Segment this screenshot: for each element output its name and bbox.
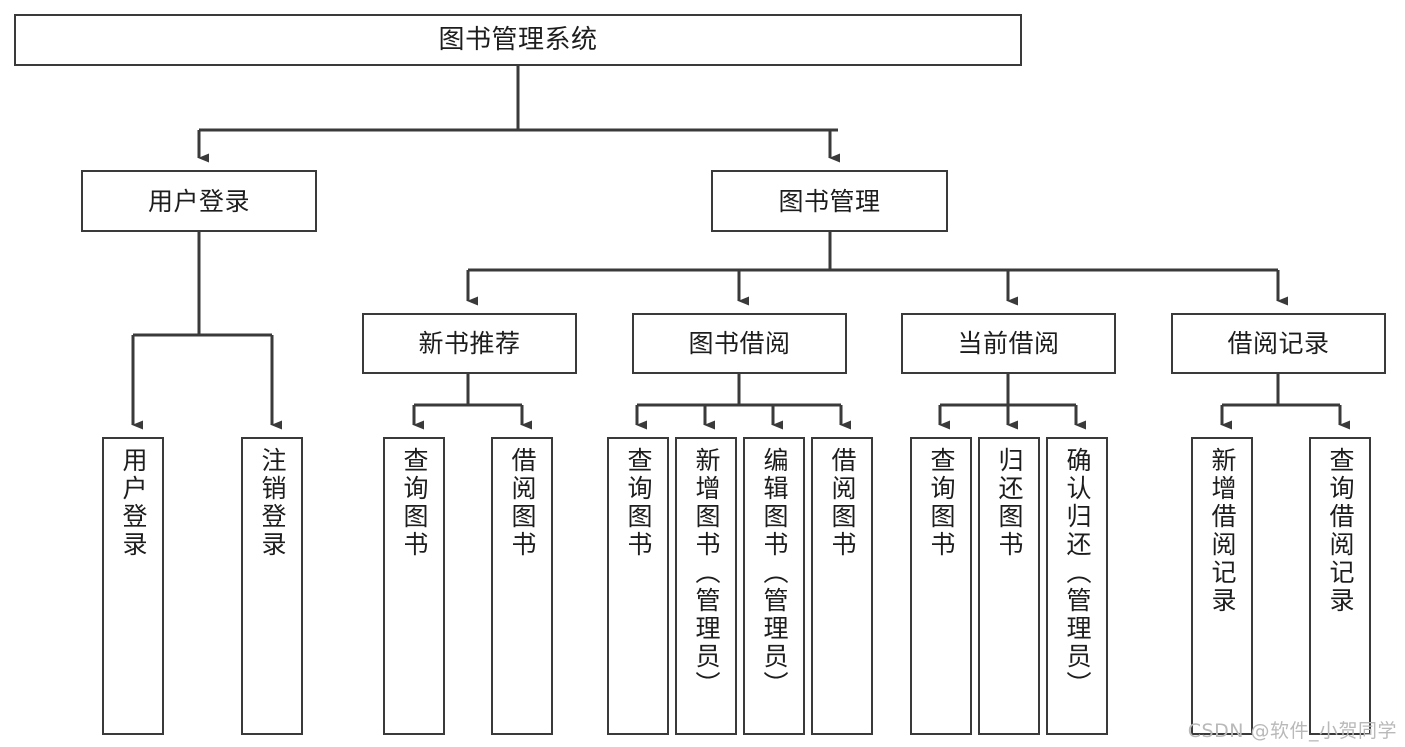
node-root-book-management-system[interactable]: 图书管理系统 bbox=[14, 14, 1022, 66]
leaf-node-borrow-books-borrowing[interactable]: 借阅图书 bbox=[811, 437, 873, 735]
node-label: 查询借阅记录 bbox=[1326, 447, 1355, 615]
node-label: 注销登录 bbox=[258, 447, 287, 559]
node-label: 借阅图书 bbox=[828, 447, 857, 559]
leaf-node-edit-book-admin[interactable]: 编辑图书（管理员） bbox=[743, 437, 805, 735]
node-label: 归还图书 bbox=[995, 447, 1024, 559]
leaf-node-query-books-recommend[interactable]: 查询图书 bbox=[383, 437, 445, 735]
node-label: 图书管理系统 bbox=[438, 24, 598, 55]
node-book-management[interactable]: 图书管理 bbox=[711, 170, 948, 232]
node-new-book-recommendation[interactable]: 新书推荐 bbox=[362, 313, 577, 374]
leaf-node-borrow-books-recommend[interactable]: 借阅图书 bbox=[491, 437, 553, 735]
node-label: 借阅图书 bbox=[508, 447, 537, 559]
leaf-node-query-books-borrowing[interactable]: 查询图书 bbox=[607, 437, 669, 735]
node-label: 新书推荐 bbox=[418, 329, 521, 358]
node-label: 图书借阅 bbox=[688, 329, 791, 358]
node-label: 图书管理 bbox=[778, 186, 881, 216]
node-label: 用户登录 bbox=[119, 447, 148, 559]
leaf-node-logout[interactable]: 注销登录 bbox=[241, 437, 303, 735]
node-label: 当前借阅 bbox=[957, 329, 1060, 358]
leaf-node-add-book-admin[interactable]: 新增图书（管理员） bbox=[675, 437, 737, 735]
leaf-node-add-borrowing-record[interactable]: 新增借阅记录 bbox=[1191, 437, 1253, 735]
leaf-node-return-books[interactable]: 归还图书 bbox=[978, 437, 1040, 735]
node-label: 查询图书 bbox=[624, 447, 653, 559]
leaf-node-user-login[interactable]: 用户登录 bbox=[102, 437, 164, 735]
node-label: 新增图书（管理员） bbox=[692, 447, 721, 699]
node-current-borrowing[interactable]: 当前借阅 bbox=[901, 313, 1116, 374]
node-label: 查询图书 bbox=[400, 447, 429, 559]
leaf-node-confirm-return-admin[interactable]: 确认归还（管理员） bbox=[1046, 437, 1108, 735]
node-book-borrowing[interactable]: 图书借阅 bbox=[632, 313, 847, 374]
node-label: 确认归还（管理员） bbox=[1063, 447, 1092, 699]
csdn-watermark: CSDN @软件_小贺同学 bbox=[1187, 720, 1397, 742]
node-borrowing-records[interactable]: 借阅记录 bbox=[1171, 313, 1386, 374]
leaf-node-query-books-current[interactable]: 查询图书 bbox=[910, 437, 972, 735]
leaf-node-query-borrowing-record[interactable]: 查询借阅记录 bbox=[1309, 437, 1371, 735]
node-label: 查询图书 bbox=[927, 447, 956, 559]
node-user-login[interactable]: 用户登录 bbox=[81, 170, 317, 232]
node-label: 编辑图书（管理员） bbox=[760, 447, 789, 699]
node-label: 借阅记录 bbox=[1227, 329, 1330, 358]
node-label: 新增借阅记录 bbox=[1208, 447, 1237, 615]
node-label: 用户登录 bbox=[147, 186, 250, 216]
